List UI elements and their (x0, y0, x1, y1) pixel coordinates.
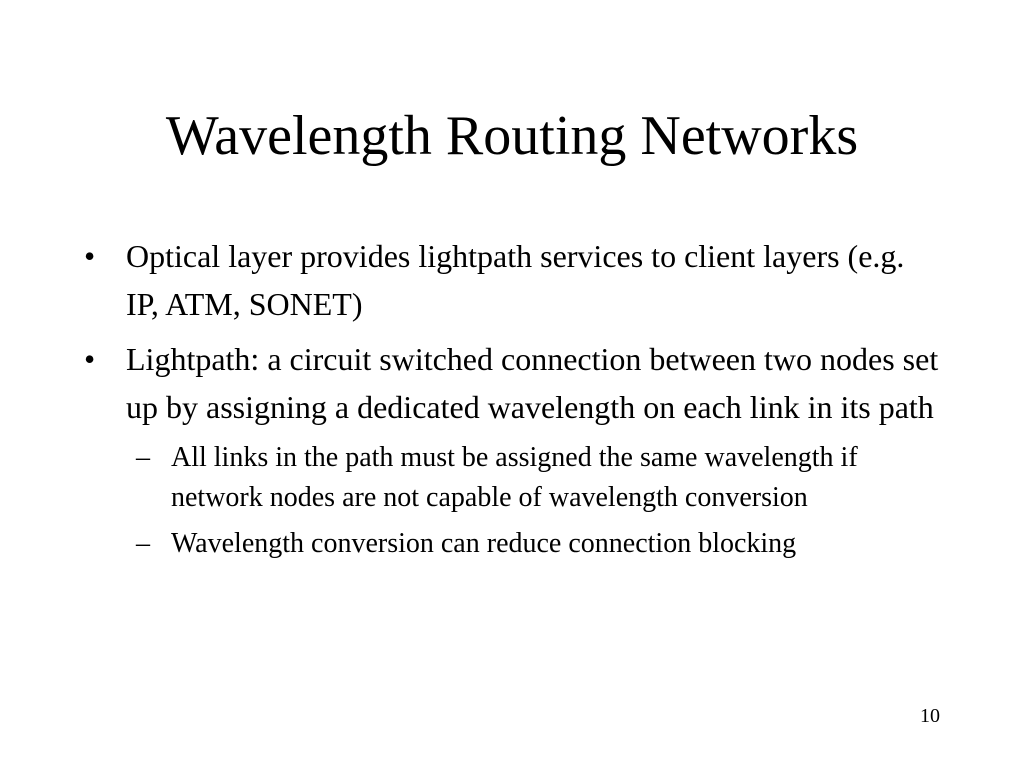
sub-bullet-marker: – (136, 528, 150, 559)
bullet-text: Optical layer provides lightpath service… (126, 238, 905, 322)
sub-bullet-item: – All links in the path must be assigned… (84, 438, 944, 518)
page-number: 10 (920, 705, 940, 727)
bullet-marker: • (84, 238, 96, 274)
bullet-list: • Optical layer provides lightpath servi… (84, 232, 944, 570)
sub-bullet-marker: – (136, 442, 150, 473)
bullet-marker: • (84, 341, 96, 377)
sub-bullet-text: Wavelength conversion can reduce connect… (171, 528, 797, 559)
bullet-item: • Lightpath: a circuit switched connecti… (84, 335, 944, 431)
slide-title: Wavelength Routing Networks (165, 105, 859, 167)
sub-bullet-text: All links in the path must be assigned t… (171, 442, 858, 513)
sub-bullet-item: – Wavelength conversion can reduce conne… (84, 524, 944, 564)
bullet-text: Lightpath: a circuit switched connection… (126, 341, 939, 425)
bullet-item: • Optical layer provides lightpath servi… (84, 232, 944, 328)
